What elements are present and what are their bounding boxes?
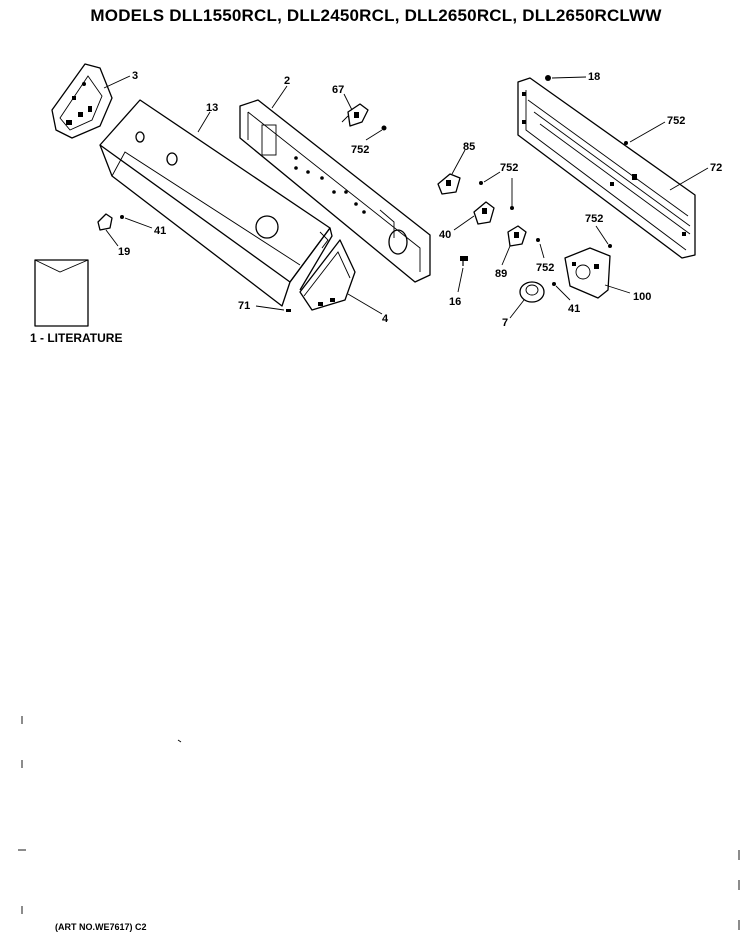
- part-89-switch: [507, 225, 527, 247]
- part-4-end-cap-right: [299, 239, 356, 311]
- callout-71: 71: [238, 300, 250, 312]
- art-number: (ART NO.WE7617) C2: [55, 922, 147, 932]
- literature-label: 1 - LITERATURE: [30, 331, 122, 345]
- part-100-timer: [564, 247, 611, 299]
- screw-752-c: [536, 238, 540, 242]
- callout-13: 13: [206, 102, 218, 114]
- part-7-knob: [519, 281, 545, 303]
- callout-19: 19: [118, 246, 130, 258]
- callout-2: 2: [284, 75, 290, 87]
- callout-16: 16: [449, 296, 461, 308]
- part-41-clip-right: [552, 282, 556, 286]
- callout-41-right: 41: [568, 303, 580, 315]
- part-13-control-panel: [99, 99, 333, 307]
- part-85-switch: [437, 173, 461, 195]
- part-1-literature: [34, 259, 89, 327]
- callouts: 3 13 2 67 752 18 752 72 85 752 40 752 75…: [118, 70, 722, 329]
- callout-89: 89: [495, 268, 507, 280]
- callout-752-e: 752: [536, 262, 554, 274]
- callout-3: 3: [132, 70, 138, 82]
- part-72-backsplash: [517, 77, 696, 259]
- callout-67: 67: [332, 84, 344, 96]
- callout-7: 7: [502, 317, 508, 329]
- part-16-bulb: [460, 256, 468, 266]
- part-2-panel-bracket: [239, 99, 431, 283]
- callout-100: 100: [633, 291, 651, 303]
- callout-752-c: 752: [500, 162, 518, 174]
- diagram-title: MODELS DLL1550RCL, DLL2450RCL, DLL2650RC…: [90, 6, 662, 25]
- callout-40: 40: [439, 229, 451, 241]
- callout-752-a: 752: [351, 144, 369, 156]
- part-3-end-cap: [51, 63, 113, 139]
- part-41-clip-left: [120, 215, 124, 219]
- part-67-switch: [341, 103, 369, 127]
- screw-752-b: [479, 181, 514, 210]
- callout-72: 72: [710, 162, 722, 174]
- callout-752-b: 752: [667, 115, 685, 127]
- leader-lines: [103, 75, 709, 319]
- part-71-screw: [286, 309, 291, 312]
- screw-752-d: [608, 244, 612, 248]
- part-40-switch: [473, 201, 495, 225]
- callout-18: 18: [588, 71, 600, 83]
- part-19-clip: [97, 213, 113, 231]
- callout-752-d: 752: [585, 213, 603, 225]
- screw-752-e: [624, 141, 628, 145]
- part-18-screw: [545, 75, 551, 81]
- callout-85: 85: [463, 141, 475, 153]
- callout-4: 4: [382, 313, 389, 325]
- callout-41-left: 41: [154, 225, 166, 237]
- margin-marks: [18, 716, 740, 930]
- screw-752-a: [381, 125, 387, 131]
